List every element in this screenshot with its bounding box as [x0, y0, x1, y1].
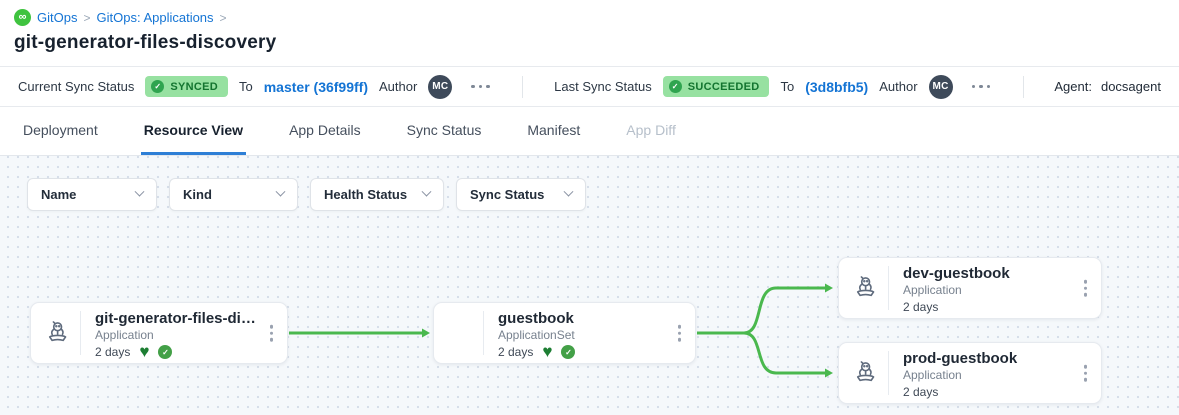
node-kind: ApplicationSet: [498, 328, 669, 342]
divider: [522, 76, 523, 98]
node-body: git-generator-files-disco... Application…: [81, 303, 287, 363]
author-label: Author: [379, 79, 417, 94]
node-title: guestbook: [498, 310, 669, 327]
chevron-down-icon: [276, 187, 286, 197]
app-header: ∞ GitOps > GitOps: Applications > git-ge…: [0, 0, 1179, 66]
current-sync-status-group: Current Sync Status ✓ SYNCED To master (…: [18, 75, 492, 99]
page-title: git-generator-files-discovery: [14, 32, 1179, 54]
current-revision-link[interactable]: master (36f99ff): [264, 79, 368, 95]
succeeded-badge-label: SUCCEEDED: [688, 81, 760, 93]
node-title: prod-guestbook: [903, 350, 1075, 367]
chevron-down-icon: [564, 187, 574, 197]
node-age: 2 days: [498, 345, 533, 359]
tab-resource-view[interactable]: Resource View: [141, 107, 246, 155]
check-circle-icon: ✓: [151, 80, 164, 93]
tab-app-details[interactable]: App Details: [286, 107, 364, 155]
node-age: 2 days: [95, 345, 130, 359]
tab-deployment[interactable]: Deployment: [20, 107, 101, 155]
node-meta: 2 days: [903, 385, 1075, 399]
more-actions-button[interactable]: [469, 81, 492, 93]
kind-filter-label: Kind: [183, 187, 212, 202]
check-circle-icon: ✓: [669, 80, 682, 93]
sync-status-filter-label: Sync Status: [470, 187, 544, 202]
node-menu-button[interactable]: [1081, 277, 1091, 300]
sync-status-filter-dropdown[interactable]: Sync Status: [456, 178, 586, 211]
agent-info: Agent: docsagent: [1054, 79, 1161, 94]
node-menu-button[interactable]: [675, 322, 685, 345]
node-age: 2 days: [903, 385, 938, 399]
node-body: dev-guestbook Application 2 days: [889, 258, 1101, 318]
synced-status-badge: ✓ SYNCED: [145, 76, 228, 97]
name-filter-label: Name: [41, 187, 76, 202]
breadcrumb-separator: >: [220, 11, 227, 25]
author-avatar[interactable]: MC: [428, 75, 452, 99]
node-menu-button[interactable]: [1081, 362, 1091, 385]
kind-filter-dropdown[interactable]: Kind: [169, 178, 298, 211]
tab-sync-status[interactable]: Sync Status: [404, 107, 485, 155]
succeeded-status-badge: ✓ SUCCEEDED: [663, 76, 770, 97]
tab-app-diff: App Diff: [623, 107, 679, 155]
chevron-down-icon: [422, 187, 432, 197]
node-meta: 2 days ♥ ✓: [498, 345, 669, 359]
name-filter-dropdown[interactable]: Name: [27, 178, 157, 211]
node-menu-button[interactable]: [267, 322, 277, 345]
argo-application-icon: [43, 320, 69, 346]
node-meta: 2 days ♥ ✓: [95, 345, 261, 359]
current-sync-status-label: Current Sync Status: [18, 79, 134, 94]
tab-manifest[interactable]: Manifest: [524, 107, 583, 155]
to-label: To: [239, 79, 253, 94]
breadcrumb-link-applications[interactable]: GitOps: Applications: [96, 10, 213, 25]
health-status-filter-dropdown[interactable]: Health Status: [310, 178, 444, 211]
argo-application-icon: [851, 360, 877, 386]
synced-badge-label: SYNCED: [170, 81, 218, 93]
author-label: Author: [879, 79, 917, 94]
last-revision-link[interactable]: (3d8bfb5): [805, 79, 868, 95]
last-sync-status-label: Last Sync Status: [554, 79, 652, 94]
node-icon-column: [31, 303, 81, 363]
health-heart-icon: ♥: [542, 347, 552, 357]
graph-node-git-generator-files-discovery[interactable]: git-generator-files-disco... Application…: [30, 302, 288, 364]
gitops-logo-icon: ∞: [14, 9, 31, 26]
health-heart-icon: ♥: [139, 347, 149, 357]
tab-bar: Deployment Resource View App Details Syn…: [0, 107, 1179, 156]
node-icon-column: [839, 343, 889, 403]
resource-graph: Name Kind Health Status Sync Status: [0, 156, 1179, 415]
node-age: 2 days: [903, 300, 938, 314]
node-body: guestbook ApplicationSet 2 days ♥ ✓: [484, 303, 695, 363]
agent-value: docsagent: [1101, 79, 1161, 94]
node-kind: Application: [95, 328, 261, 342]
author-avatar[interactable]: MC: [929, 75, 953, 99]
node-body: prod-guestbook Application 2 days: [889, 343, 1101, 403]
graph-node-prod-guestbook[interactable]: prod-guestbook Application 2 days: [838, 342, 1102, 404]
to-label: To: [780, 79, 794, 94]
more-actions-button[interactable]: [970, 81, 993, 93]
graph-node-guestbook[interactable]: guestbook ApplicationSet 2 days ♥ ✓: [433, 302, 696, 364]
node-meta: 2 days: [903, 300, 1075, 314]
chevron-down-icon: [135, 187, 145, 197]
node-kind: Application: [903, 283, 1075, 297]
node-icon-column: [839, 258, 889, 318]
agent-label: Agent:: [1054, 79, 1092, 94]
argo-application-icon: [851, 275, 877, 301]
health-status-filter-label: Health Status: [324, 187, 407, 202]
synced-check-icon: ✓: [158, 345, 172, 359]
graph-node-dev-guestbook[interactable]: dev-guestbook Application 2 days: [838, 257, 1102, 319]
synced-check-icon: ✓: [561, 345, 575, 359]
last-sync-status-group: Last Sync Status ✓ SUCCEEDED To (3d8bfb5…: [554, 75, 992, 99]
filter-bar: Name Kind Health Status Sync Status: [27, 178, 586, 211]
node-icon-column: [434, 303, 484, 363]
status-bar: Current Sync Status ✓ SYNCED To master (…: [0, 66, 1179, 107]
node-title: dev-guestbook: [903, 265, 1075, 282]
node-kind: Application: [903, 368, 1075, 382]
node-title: git-generator-files-disco...: [95, 310, 261, 327]
breadcrumb: ∞ GitOps > GitOps: Applications >: [14, 9, 1179, 26]
divider: [1023, 76, 1024, 98]
breadcrumb-separator: >: [83, 11, 90, 25]
breadcrumb-link-gitops[interactable]: GitOps: [37, 10, 77, 25]
